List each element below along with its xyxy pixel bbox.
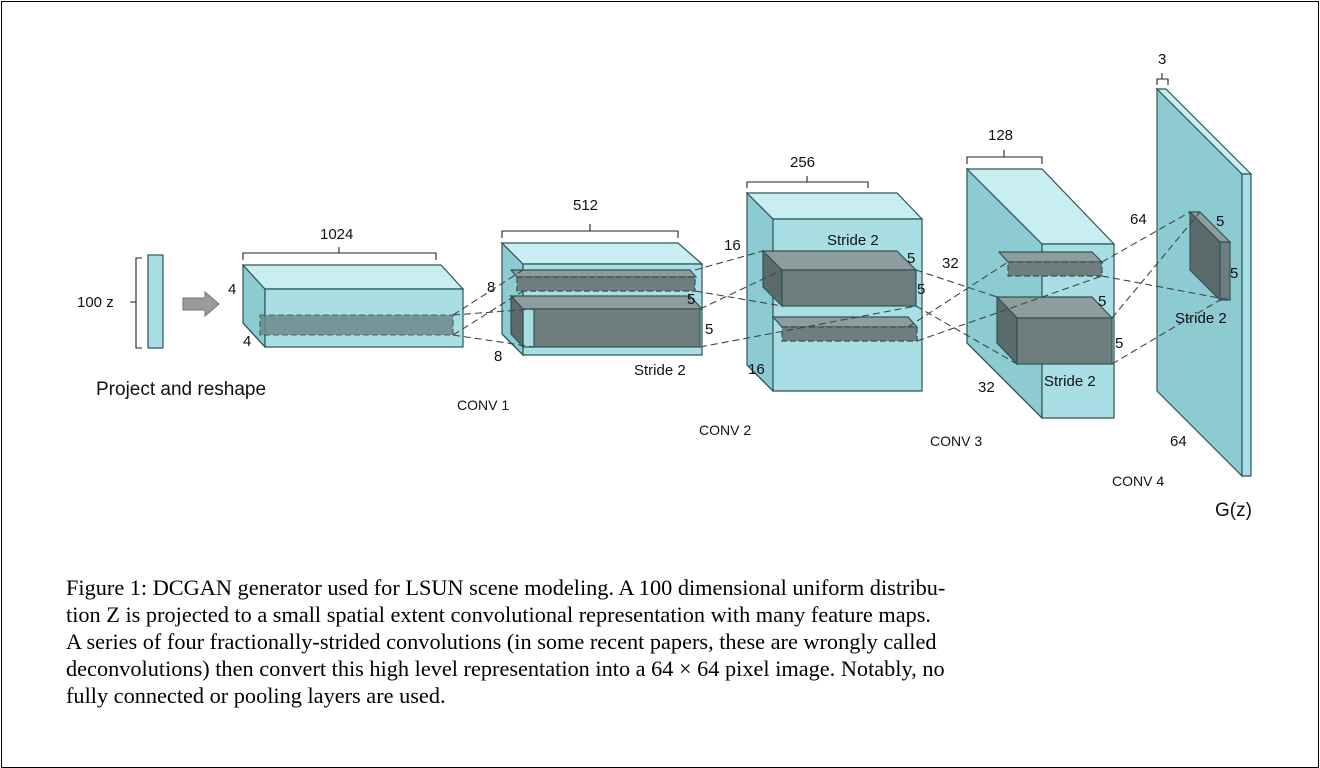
dim-b3-h: 16 (724, 237, 741, 254)
dim-b2-w: 8 (494, 348, 502, 365)
projection-lines-4 (1101, 211, 1231, 365)
layer-name-3: CONV 3 (930, 433, 982, 449)
stride-1: Stride 2 (634, 362, 686, 379)
brace-128 (966, 150, 1043, 164)
dim-b2-h: 8 (487, 279, 495, 296)
output-plane (1155, 87, 1253, 478)
dim-b1-h: 4 (228, 281, 236, 298)
caption-line-1: Figure 1: DCGAN generator used for LSUN … (66, 575, 946, 600)
caption-line-5: fully connected or pooling layers are us… (66, 683, 446, 708)
brace-256 (746, 176, 869, 188)
dim-out-w: 64 (1170, 433, 1187, 450)
projection-lines-2 (694, 250, 917, 348)
depth-2: 512 (573, 197, 598, 214)
z-vector (147, 254, 164, 349)
stride-4: Stride 2 (1175, 310, 1227, 327)
caption-line-3: A series of four fractionally-strided co… (66, 629, 937, 654)
brace-512 (501, 224, 679, 238)
caption-line-4: deconvolutions) then convert this high l… (66, 656, 945, 681)
kernel-3b: 5 (917, 281, 925, 298)
depth-1: 1024 (320, 226, 353, 243)
z-brace (130, 257, 142, 349)
projection-lines-3 (907, 261, 1103, 365)
dcgan-diagram: 100 z Project and reshape 1024 4 4 512 8… (77, 51, 1253, 521)
dim-b3-w: 16 (748, 361, 765, 378)
figure-caption: Figure 1: DCGAN generator used for LSUN … (66, 574, 1266, 709)
block-1 (241, 263, 465, 349)
brace-1024 (242, 247, 437, 260)
layer-name-4: CONV 4 (1112, 473, 1164, 489)
arrow-icon (182, 290, 220, 318)
block-3 (745, 191, 924, 393)
layer-name-1: CONV 1 (457, 397, 509, 413)
kernel-5a: 5 (1216, 213, 1224, 230)
project-label: Project and reshape (96, 379, 266, 400)
caption-line-2: tion Z is projected to a small spatial e… (66, 602, 931, 627)
dim-b4-h: 32 (942, 255, 959, 272)
kernel-5b: 5 (1230, 265, 1238, 282)
output-depth: 3 (1158, 51, 1166, 68)
kernel-4a: 5 (1098, 293, 1106, 310)
depth-3: 256 (790, 154, 815, 171)
dim-b4-w: 32 (978, 379, 995, 396)
stride-2: Stride 2 (827, 232, 879, 249)
output-label: G(z) (1215, 500, 1252, 521)
stride-3: Stride 2 (1044, 373, 1096, 390)
kernel-2b: 5 (705, 321, 713, 338)
brace-3 (1156, 73, 1169, 85)
kernel-2a: 5 (687, 291, 695, 308)
z-label: 100 z (77, 294, 114, 311)
dim-b1-w: 4 (243, 333, 251, 350)
kernel-3a: 5 (907, 250, 915, 267)
depth-4: 128 (988, 127, 1013, 144)
kernel-4b: 5 (1115, 335, 1123, 352)
block-4 (965, 167, 1116, 420)
layer-name-2: CONV 2 (699, 422, 751, 438)
dim-out-h: 64 (1130, 211, 1147, 228)
block-2 (500, 241, 704, 357)
